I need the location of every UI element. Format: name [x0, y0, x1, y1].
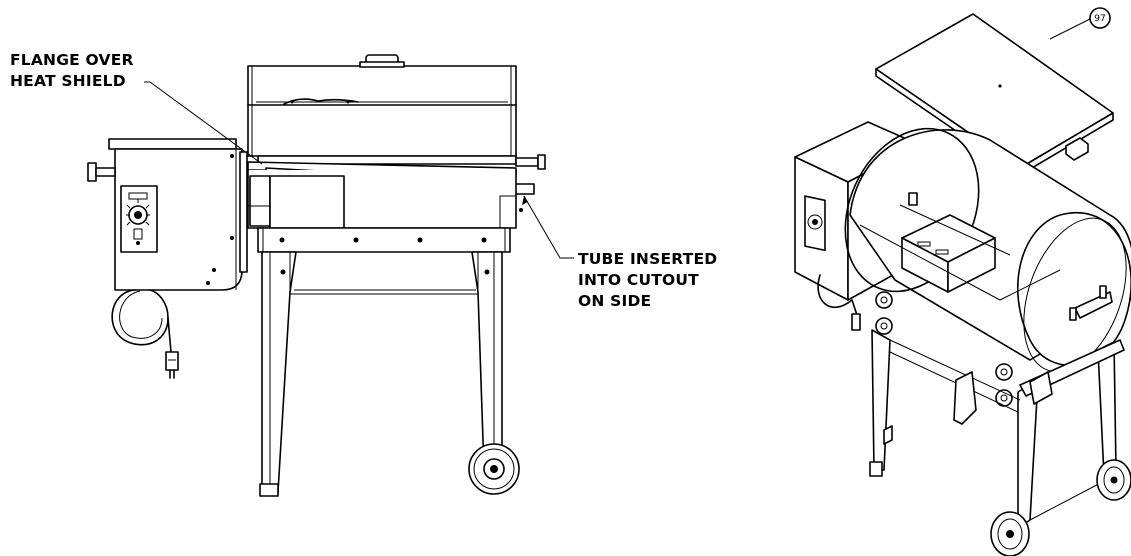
iso-legs [869, 329, 1125, 529]
grill-isometric-view: 97 [794, 7, 1131, 556]
flange-callout-line-1: FLANGE OVER [10, 51, 134, 69]
flange-leader-line [144, 81, 263, 165]
iso-knobs [875, 291, 1013, 407]
tube-callout: TUBE INSERTED INTO CUTOUT ON SIDE [578, 250, 717, 310]
tube-callout-line-2: INTO CUTOUT [578, 271, 699, 289]
flange-callout-line-2: HEAT SHIELD [10, 72, 126, 90]
controller-panel [120, 185, 158, 253]
grill-lid [247, 54, 517, 157]
part-leader-line [1049, 17, 1093, 40]
tube-leader-line [523, 195, 574, 259]
tube-callout-line-1: TUBE INSERTED [578, 250, 717, 268]
iso-power-cord [817, 274, 859, 319]
pellet-hopper [87, 138, 248, 291]
part-number: 97 [1094, 14, 1105, 24]
grill-body [247, 170, 523, 229]
grill-legs [257, 227, 520, 497]
flange-callout: FLANGE OVER HEAT SHIELD [10, 51, 134, 90]
iso-grill-barrel [844, 127, 1131, 373]
part-bubble [1089, 7, 1111, 29]
tube-callout-line-3: ON SIDE [578, 292, 651, 310]
grill-front-view [87, 54, 574, 497]
iso-wheels [990, 459, 1131, 556]
power-cord [111, 289, 179, 379]
wheel [468, 443, 520, 495]
